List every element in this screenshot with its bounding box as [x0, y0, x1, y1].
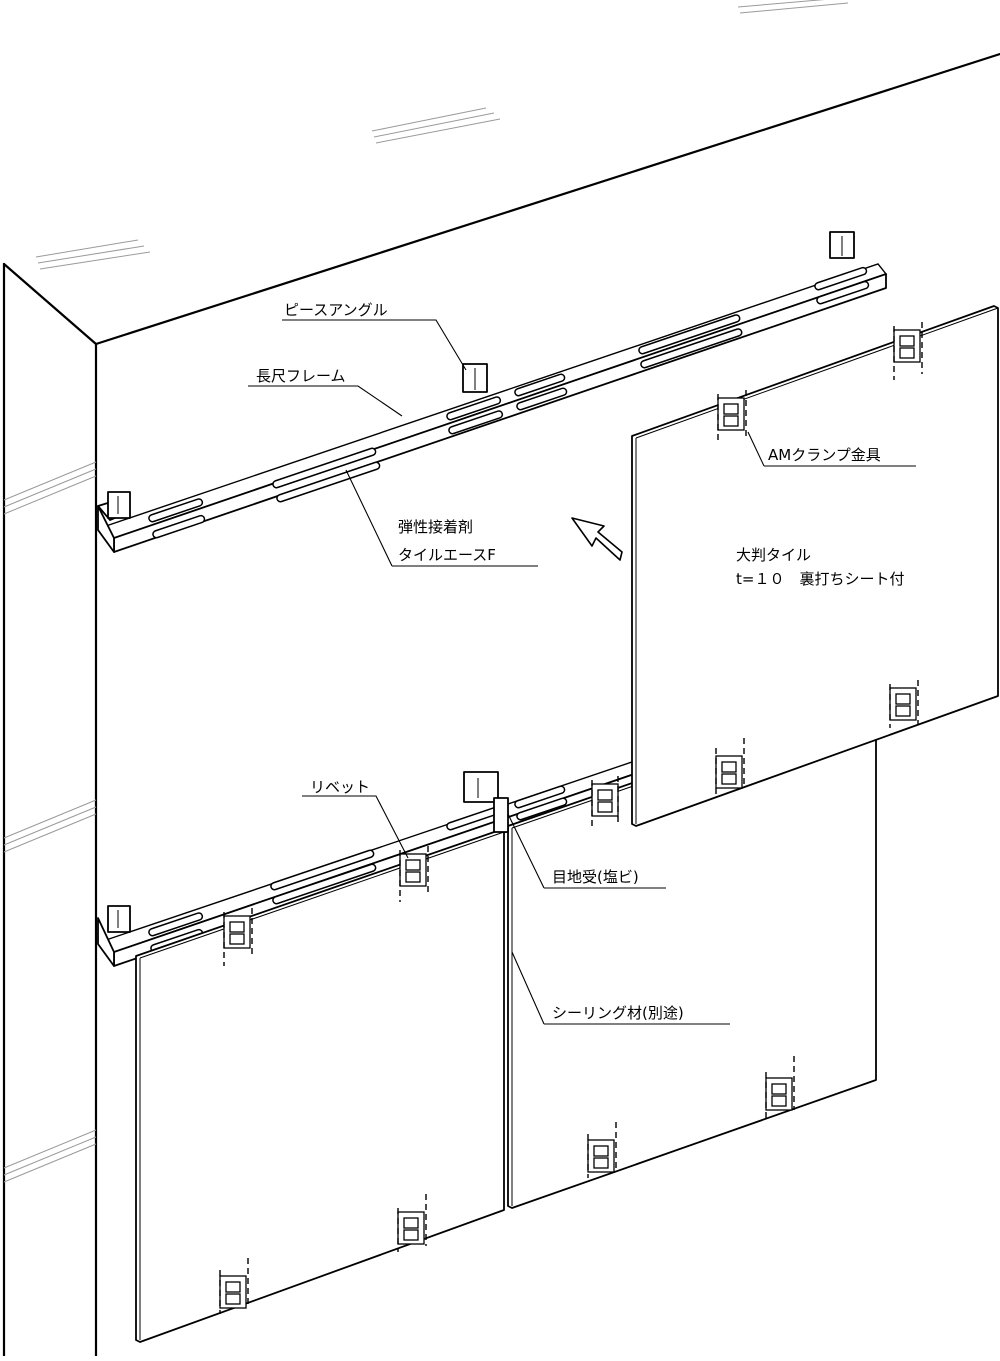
label-adhesive-line2: タイルエースF: [398, 546, 496, 564]
clamp-lower-left-top-right: [399, 846, 429, 902]
joint-backer-strip: [493, 797, 509, 833]
label-am-clamp: AMクランプ金具: [768, 446, 881, 464]
clamp-frame-lower-right: [591, 776, 619, 830]
clamp-lower-right-bottom-right: [765, 1056, 795, 1118]
label-adhesive-line1: 弾性接着剤: [398, 518, 473, 536]
clamp-upper-tile-bottom-left: [715, 738, 745, 794]
tile-panel-upper: [631, 305, 999, 827]
clamp-lower-left-bottom-right: [397, 1194, 427, 1252]
leader-lines: [248, 319, 916, 1025]
clamp-lower-left-bottom-left: [219, 1258, 249, 1314]
install-direction-arrow-icon: [571, 517, 623, 561]
label-piece-angle: ピースアングル: [284, 301, 388, 319]
label-large-tile-line2: t=１０ 裏打ちシート付: [736, 570, 904, 588]
adhesive-strips-upper: [148, 266, 870, 539]
clamp-upper-tile-top-left: [717, 390, 747, 444]
clamp-upper-tile-top-right: [893, 322, 923, 380]
label-long-frame: 長尺フレーム: [256, 367, 346, 385]
label-joint-backer: 目地受(塩ビ): [552, 868, 639, 886]
label-sealant: シーリング材(別途): [552, 1004, 684, 1022]
label-large-tile-line1: 大判タイル: [736, 546, 811, 564]
tile-panel-lower-left: [135, 829, 505, 1343]
clamps: [219, 322, 923, 1314]
label-rivet: リベット: [310, 778, 370, 796]
clamp-lower-right-bottom-left: [587, 1122, 617, 1178]
clamp-lower-left-top-left: [223, 908, 253, 966]
clamp-upper-tile-bottom-right: [889, 680, 919, 728]
